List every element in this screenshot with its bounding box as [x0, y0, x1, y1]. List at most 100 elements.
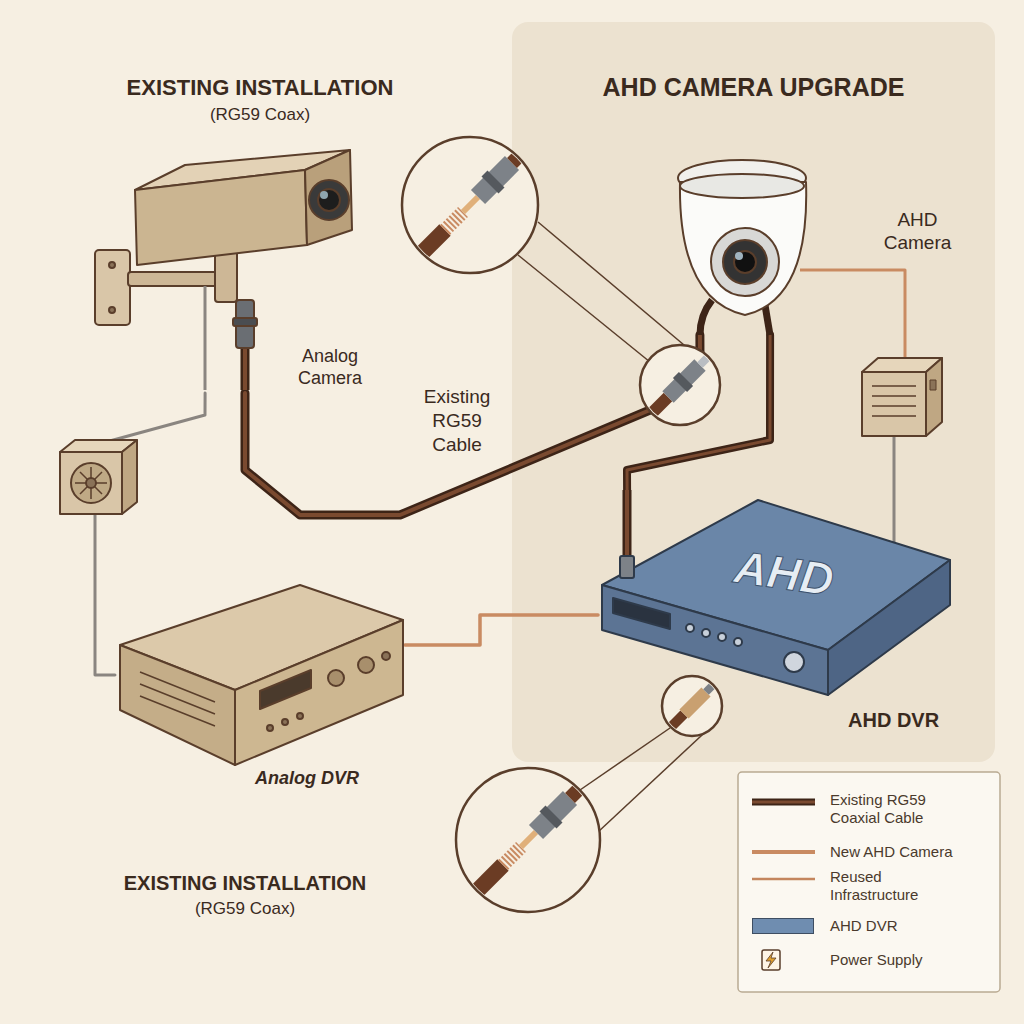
power-supply-icon	[122, 440, 137, 514]
zoom-circle	[450, 865, 503, 918]
section-subheading: (RG59 Coax)	[60, 898, 430, 920]
rg59-cable	[245, 335, 700, 515]
dvr-label: Analog DVR	[255, 767, 395, 789]
ahd-dvr: AHDAHD DVR	[598, 490, 962, 740]
analog-camera-illustration	[305, 150, 352, 245]
ahd-camera-illustration	[734, 251, 756, 273]
legend-box	[738, 772, 1000, 992]
zoom-circle	[490, 179, 496, 185]
legend-box	[752, 801, 815, 804]
analog-camera-illustration	[233, 318, 257, 326]
ahd-dvr-illustration	[686, 624, 694, 632]
ahd-dvr-illustration	[602, 490, 950, 695]
analog-camera-illustration	[309, 180, 349, 220]
zoom-circle	[536, 798, 570, 832]
legend-text: Reused Infrastructure	[830, 868, 948, 904]
section-heading: EXISTING INSTALLATION	[70, 74, 450, 102]
analog-dvr-illustration	[235, 620, 403, 765]
ahd-dvr-illustration	[734, 638, 742, 646]
analog-dvr-illustration	[328, 670, 344, 686]
ahd-camera-illustration	[680, 182, 806, 315]
analog-dvr: Analog DVR	[115, 585, 405, 800]
reused-wire	[405, 615, 598, 645]
legend-box	[766, 952, 776, 968]
analog-camera: Analog Camera	[95, 150, 395, 393]
zoom-circle	[640, 343, 722, 425]
zoom-circle	[668, 365, 700, 397]
panel-heading: AHD CAMERA UPGRADE	[512, 72, 995, 102]
ahd-camera-illustration	[700, 300, 712, 335]
zoom-circle	[684, 692, 706, 714]
legend-text: AHD DVR	[830, 917, 990, 935]
rg59-cable	[245, 335, 700, 515]
analog-camera-illustration	[109, 262, 115, 268]
ahd-dvr-illustration	[718, 633, 726, 641]
upgrade-panel-fill	[512, 22, 995, 762]
power-supply-icon	[862, 372, 926, 436]
ahd-camera-illustration	[765, 305, 770, 335]
ahd-dvr-illustration	[602, 585, 828, 695]
analog-dvr-illustration	[140, 672, 215, 726]
zoom-circle	[521, 832, 536, 847]
ahd-dvr-illustration	[620, 556, 634, 578]
zoom-circle	[395, 127, 548, 280]
zoom-leader-lines	[518, 255, 650, 362]
dvr-label: AHD DVR	[848, 708, 958, 732]
zoom-circle	[402, 137, 538, 273]
rg59-cable	[245, 335, 700, 515]
legend-box	[752, 799, 815, 806]
power-supply-icon	[60, 452, 122, 514]
zoom-circle	[463, 197, 478, 212]
zoom-circle	[548, 814, 554, 820]
analog-dvr-illustration	[120, 645, 235, 765]
ahd-dvr-illustration	[623, 490, 632, 560]
zoom-circle	[660, 714, 684, 738]
camera-label: AHD Camera	[870, 208, 965, 254]
analog-camera-illustration	[204, 286, 207, 390]
zoom-circle	[395, 230, 445, 280]
legend-box	[762, 950, 780, 970]
upgrade-panel: AHD CAMERA UPGRADE AHD CameraAHDAHD DVR	[512, 22, 999, 762]
zoom-circle	[450, 762, 606, 918]
rg59-cable	[627, 335, 770, 490]
analog-camera-illustration	[95, 250, 130, 325]
power-supply-icon	[893, 436, 896, 545]
legend-swatch	[752, 918, 814, 934]
analog-dvr-illustration	[358, 657, 374, 673]
analog-camera-illustration	[320, 191, 328, 199]
analog-camera-illustration	[109, 307, 115, 313]
power-supply-icon	[930, 380, 936, 390]
rg59-cable	[627, 335, 770, 490]
camera-label: Analog Camera	[285, 345, 375, 389]
legend-text: Existing RG59 Coaxial Cable	[830, 791, 948, 827]
power-supply-icon	[86, 478, 96, 488]
zoom-circle	[662, 676, 722, 736]
power-supply-icon	[872, 386, 916, 416]
ahd-dvr-illustration	[625, 490, 629, 560]
cable-label: Existing RG59 Cable	[410, 385, 504, 457]
analog-dvr-illustration	[382, 652, 390, 660]
zoom-leader-lines	[538, 222, 690, 350]
ahd-dvr-illustration	[828, 560, 950, 695]
ahd-camera: AHD Camera	[672, 150, 972, 335]
ahd-camera-illustration	[678, 160, 905, 358]
zoom-leader-lines	[518, 222, 716, 832]
legend-box	[752, 850, 815, 854]
legend-box	[752, 878, 815, 881]
analog-dvr-illustration	[267, 725, 273, 731]
zoom-circle	[512, 127, 548, 163]
power-supply-icon	[60, 440, 137, 514]
legend-text: New AHD Camera	[830, 843, 990, 861]
zoom-circle	[680, 379, 686, 385]
analog-dvr-illustration	[120, 585, 403, 765]
ahd-camera-illustration	[800, 270, 905, 358]
legend-text: Power Supply	[830, 951, 990, 969]
zoom-circle	[395, 127, 548, 280]
analog-dvr-illustration	[297, 713, 303, 719]
reused-wire	[405, 615, 598, 645]
analog-dvr-illustration	[282, 719, 288, 725]
analog-camera-illustration	[128, 272, 223, 286]
power-supply-icon	[71, 463, 111, 503]
